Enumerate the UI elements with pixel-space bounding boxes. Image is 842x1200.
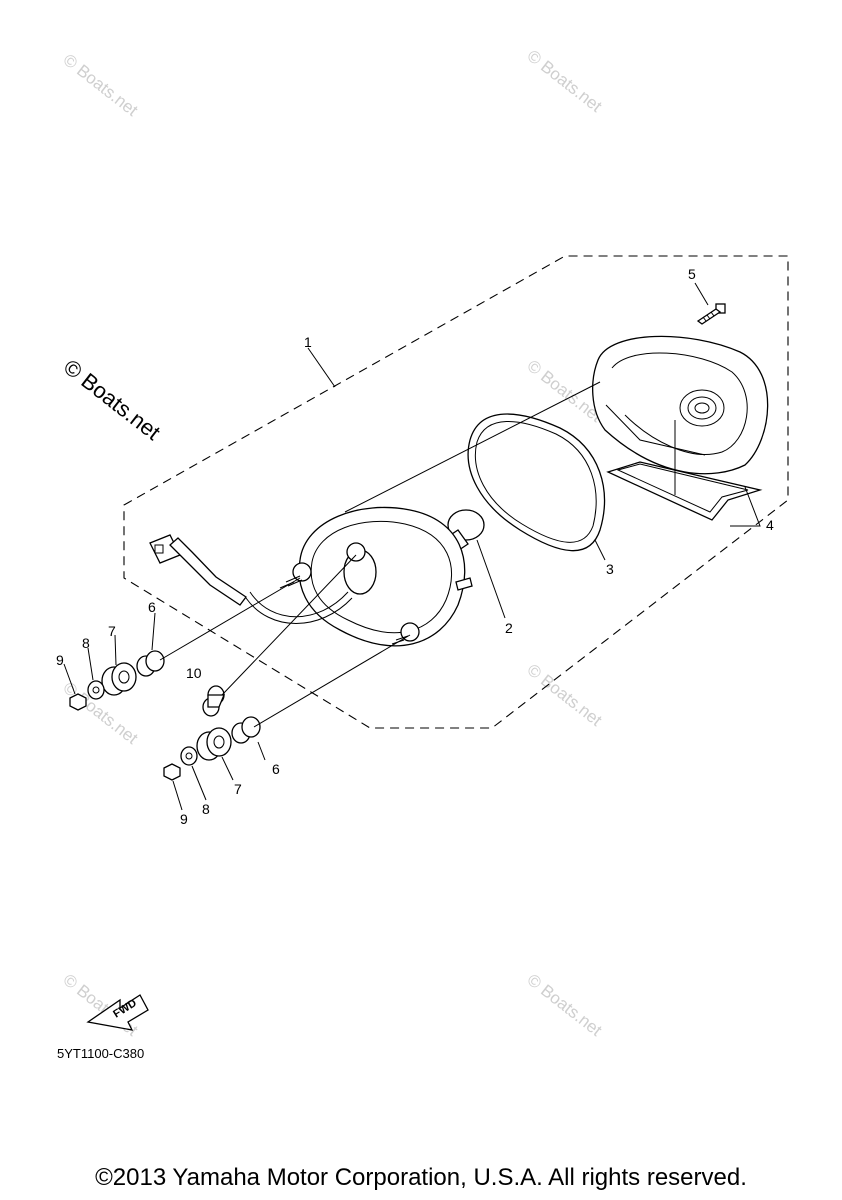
prominent-watermark: © Boats.net: [59, 354, 165, 445]
assembly-outline-icon: [123, 255, 789, 729]
watermark: © Boats.net: [524, 46, 606, 116]
washer-icon: [87, 680, 105, 700]
watermark: © Boats.net: [60, 50, 142, 120]
callout-1: 1: [304, 334, 312, 350]
nut-icon: [163, 763, 181, 781]
callout-8: 8: [82, 635, 90, 651]
gasket-icon: [467, 413, 606, 552]
callout-2: 2: [505, 620, 513, 636]
watermark: © Boats.net: [524, 970, 606, 1040]
spacer-icon: [202, 685, 225, 717]
damper-icon: [196, 727, 232, 761]
damper-icon: [101, 662, 137, 696]
diagram-code: 5YT1100-C380: [57, 1046, 145, 1061]
callout-4: 4: [766, 517, 774, 533]
callouts: 1 2 3 4 5 6 6 7 7 8 8 9 9 10: [56, 266, 774, 827]
lens-icon: [592, 335, 769, 521]
callout-5: 5: [688, 266, 696, 282]
watermark: © Boats.net: [524, 660, 606, 730]
callout-7: 7: [234, 781, 242, 797]
housing-icon: [279, 506, 473, 647]
copyright-notice: ©2013 Yamaha Motor Corporation, U.S.A. A…: [95, 1164, 747, 1191]
callout-3: 3: [606, 561, 614, 577]
callout-9: 9: [56, 652, 64, 668]
nut-icon: [69, 693, 87, 711]
screw-icon: [696, 303, 726, 325]
harness-icon: [149, 534, 353, 624]
callout-10: 10: [186, 665, 202, 681]
collar-icon: [231, 716, 261, 744]
callout-6: 6: [272, 761, 280, 777]
leader-lines: [63, 282, 761, 811]
fwd-arrow-icon: FWD: [86, 994, 149, 1031]
washer-icon: [180, 746, 198, 766]
callout-8: 8: [202, 801, 210, 817]
callout-9: 9: [180, 811, 188, 827]
callout-7: 7: [108, 623, 116, 639]
collar-icon: [136, 650, 165, 677]
callout-6: 6: [148, 599, 156, 615]
